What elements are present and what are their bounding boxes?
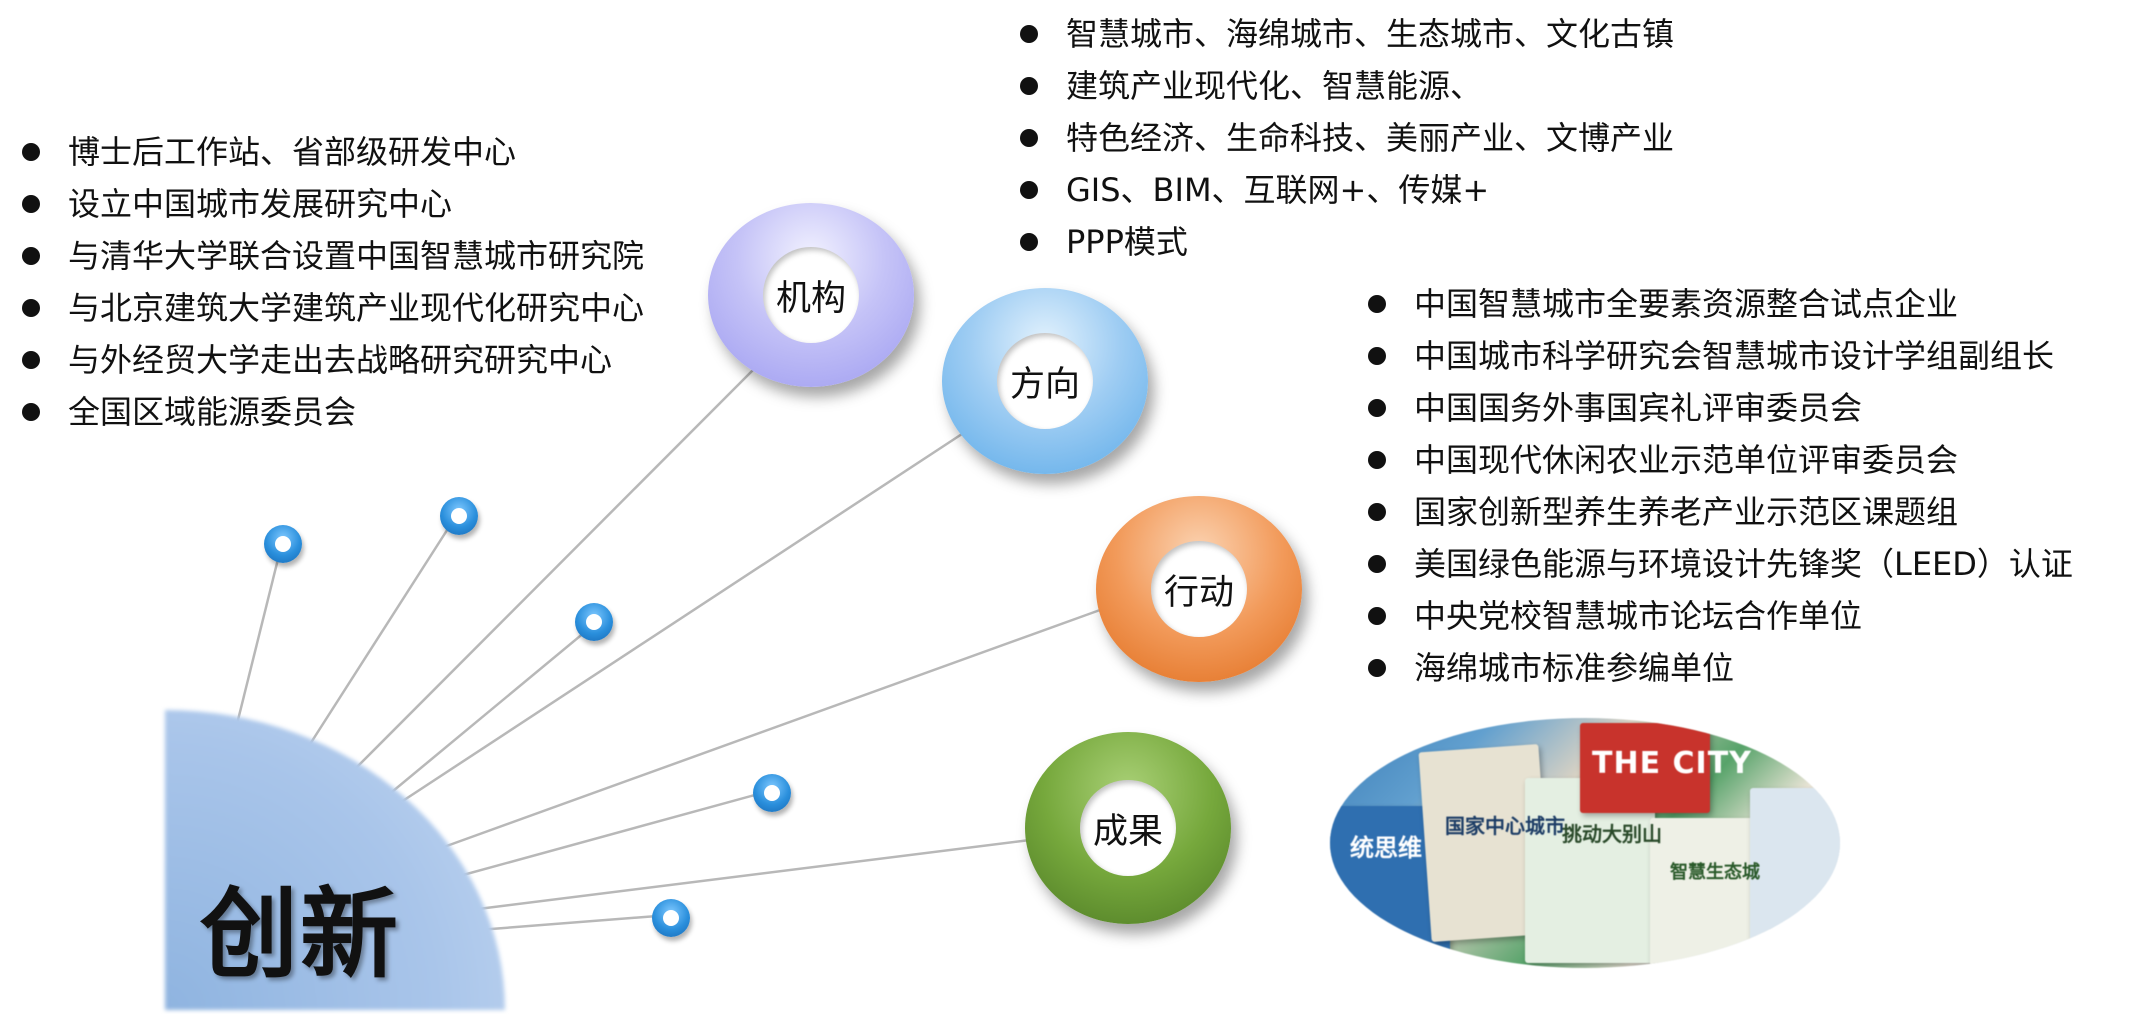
list-item: 海绵城市标准参编单位 — [1366, 642, 2073, 694]
list-item: GIS、BIM、互联网+、传媒+ — [1018, 164, 1674, 216]
dot-node — [753, 774, 791, 812]
node-fangxiang: 方向 — [942, 288, 1148, 474]
list-jigou: 博士后工作站、省部级研发中心 设立中国城市发展研究中心 与清华大学联合设置中国智… — [20, 126, 644, 438]
node-jigou: 机构 — [708, 203, 914, 387]
list-item: PPP模式 — [1018, 216, 1674, 268]
book-title: THE CITY — [1592, 746, 1752, 781]
dot-node — [440, 497, 478, 535]
list-item: 博士后工作站、省部级研发中心 — [20, 126, 644, 178]
list-item: 中国现代休闲农业示范单位评审委员会 — [1366, 434, 2073, 486]
connector-line — [429, 608, 1101, 854]
node-jigou-label: 机构 — [763, 247, 859, 343]
list-item: 中国城市科学研究会智慧城市设计学组副组长 — [1366, 330, 2073, 382]
node-chengguo: 成果 — [1025, 732, 1231, 924]
list-item: 国家创新型养生养老产业示范区课题组 — [1366, 486, 2073, 538]
dot-node — [652, 899, 690, 937]
list-item: 美国绿色能源与环境设计先锋奖（LEED）认证 — [1366, 538, 2073, 590]
list-item: 中国国务外事国宾礼评审委员会 — [1366, 382, 2073, 434]
list-item: 全国区域能源委员会 — [20, 386, 644, 438]
node-xingdong-label: 行动 — [1151, 541, 1247, 637]
list-item: 建筑产业现代化、智慧能源、 — [1018, 60, 1674, 112]
connector-line — [451, 788, 774, 880]
list-item: 与外经贸大学走出去战略研究研究中心 — [20, 334, 644, 386]
list-fangxiang: 智慧城市、海绵城市、生态城市、文化古镇 建筑产业现代化、智慧能源、 特色经济、生… — [1018, 8, 1674, 268]
achievements-books-photo: 统思维 国家中心城市 挑动大别山 智慧生态城 THE CITY — [1330, 718, 1840, 968]
connector-line — [374, 621, 598, 807]
connector-line — [477, 913, 671, 932]
connector-line — [303, 512, 460, 753]
list-item: 中国智慧城市全要素资源整合试点企业 — [1366, 278, 2073, 330]
connector-line — [391, 430, 966, 810]
dot-node — [575, 603, 613, 641]
connector-line — [234, 542, 284, 729]
diagram-title: 创新 — [200, 878, 401, 992]
node-fangxiang-label: 方向 — [997, 333, 1093, 429]
book-title: 挑动大别山 — [1562, 822, 1662, 846]
node-chengguo-label: 成果 — [1080, 780, 1176, 876]
book-title: 统思维 — [1350, 834, 1422, 862]
list-item: 特色经济、生命科技、美丽产业、文博产业 — [1018, 112, 1674, 164]
book-cover — [1580, 723, 1710, 813]
connector-line — [469, 838, 1031, 912]
book-title: 智慧生态城 — [1670, 862, 1760, 883]
book-title: 国家中心城市 — [1445, 814, 1565, 838]
list-item: 与清华大学联合设置中国智慧城市研究院 — [20, 230, 644, 282]
list-xingdong: 中国智慧城市全要素资源整合试点企业 中国城市科学研究会智慧城市设计学组副组长 中… — [1366, 278, 2073, 694]
list-item: 与北京建筑大学建筑产业现代化研究中心 — [20, 282, 644, 334]
list-item: 设立中国城市发展研究中心 — [20, 178, 644, 230]
dot-node — [264, 525, 302, 563]
list-item: 中央党校智慧城市论坛合作单位 — [1366, 590, 2073, 642]
list-item: 智慧城市、海绵城市、生态城市、文化古镇 — [1018, 8, 1674, 60]
connector-line — [351, 369, 754, 773]
node-xingdong: 行动 — [1096, 496, 1302, 682]
book-cover — [1750, 788, 1840, 958]
